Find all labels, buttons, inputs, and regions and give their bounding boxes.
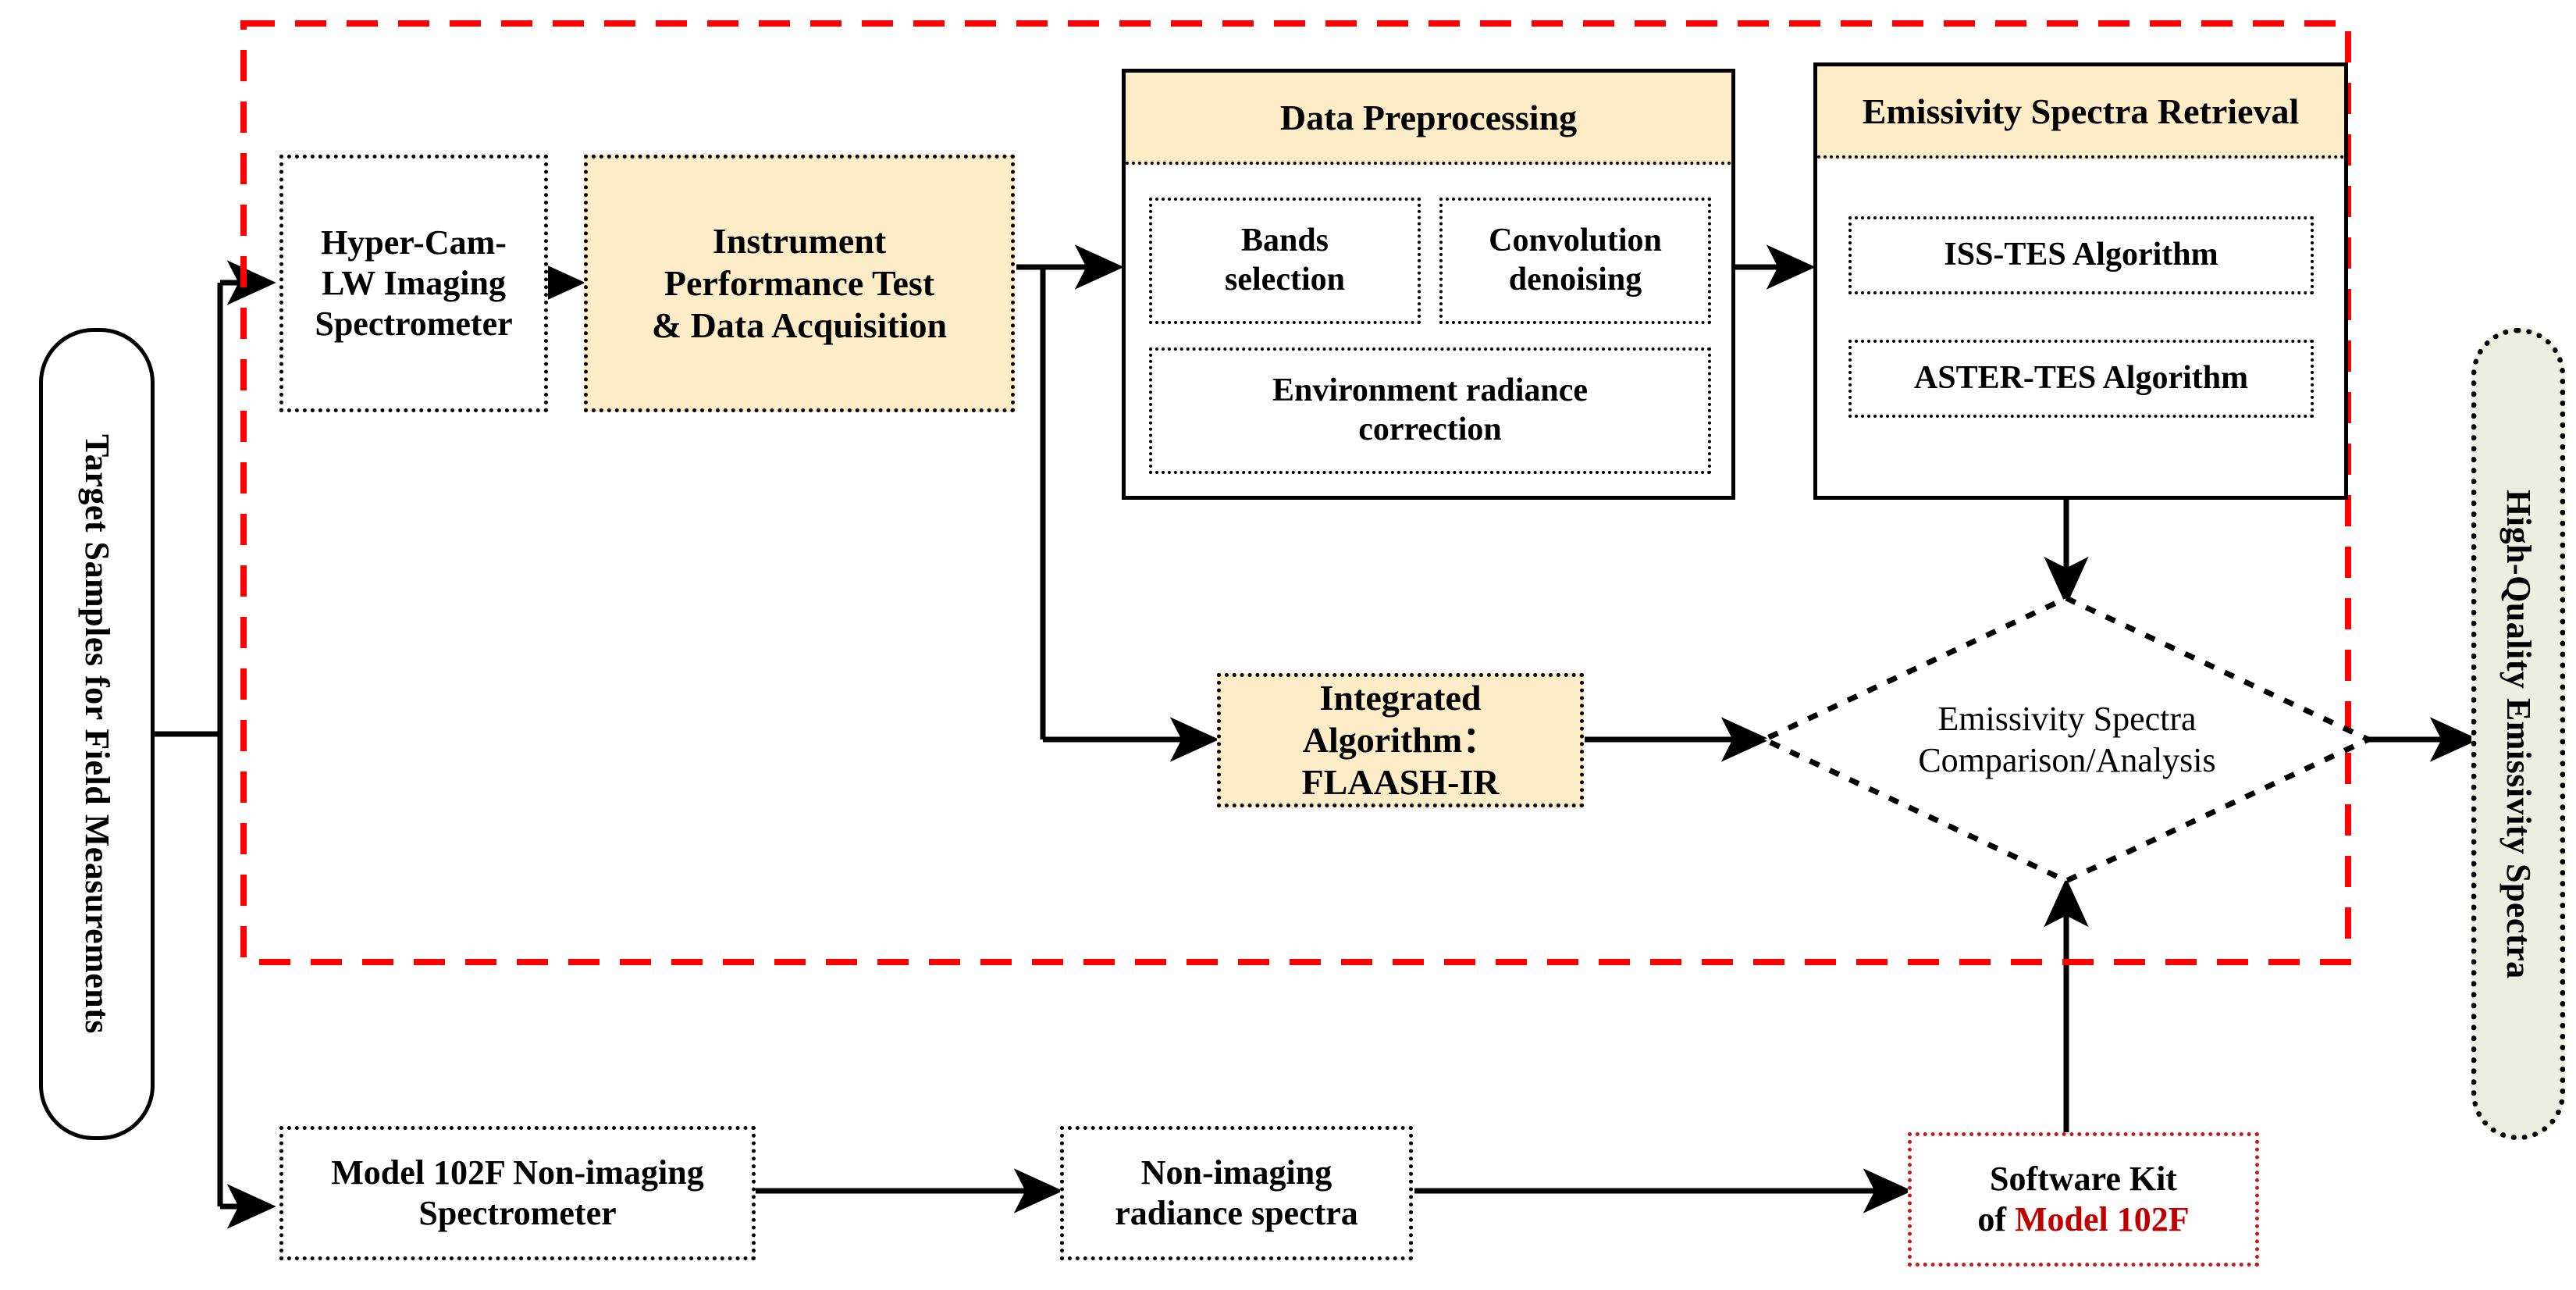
comparison-line-2: Comparison/Analysis [1918,741,2216,779]
subnode-environment-radiance-correction[interactable]: Environment radiance correction [1149,347,1711,474]
retrieval-header: Emissivity Spectra Retrieval [1817,66,2344,159]
preprocessing-header: Data Preprocessing [1126,73,1731,165]
model102f-line-1: Model 102F Non-imaging [331,1153,704,1192]
integrated-line-1: Integrated Algorithm： [1302,677,1499,760]
output-terminator-label: High-Quality Emissivity Spectra [2499,489,2538,979]
environment-radiance-line-2: correction [1358,412,1502,447]
node-model-102f-spectrometer[interactable]: Model 102F Non-imaging Spectrometer [279,1126,756,1260]
hypercam-line-1: Hyper-Cam- [321,223,507,262]
subnode-iss-tes-algorithm[interactable]: ISS-TES Algorithm [1848,216,2314,294]
model102f-line-2: Spectrometer [418,1194,617,1232]
aster-tes-label: ASTER-TES Algorithm [1913,360,2249,397]
hypercam-line-3: Spectrometer [315,304,513,343]
instrument-line-1: Instrument [712,220,887,261]
node-comparison-diamond[interactable]: Emissivity Spectra Comparison/Analysis [1764,598,2370,882]
node-instrument[interactable]: Instrument Performance Test & Data Acqui… [584,155,1015,412]
node-nonimaging-radiance-spectra[interactable]: Non-imaging radiance spectra [1060,1126,1413,1260]
group-data-preprocessing[interactable]: Data Preprocessing Bands selection Convo… [1122,69,1735,500]
convolution-denoising-line-1: Convolution [1489,223,1662,259]
nonimaging-spectra-line-2: radiance spectra [1115,1194,1358,1232]
bands-selection-line-2: selection [1225,262,1345,298]
subnode-convolution-denoising[interactable]: Convolution denoising [1439,198,1711,324]
bands-selection-line-1: Bands [1240,223,1329,259]
software-kit-accent: Model 102F [2015,1200,2190,1238]
hypercam-line-2: LW Imaging [322,264,506,303]
group-emissivity-retrieval[interactable]: Emissivity Spectra Retrieval ISS-TES Alg… [1813,62,2348,500]
comparison-line-1: Emissivity Spectra [1937,700,2197,739]
convolution-denoising-line-2: denoising [1508,262,1642,298]
comparison-diamond-label: Emissivity Spectra Comparison/Analysis [1764,598,2370,882]
node-integrated-algorithm[interactable]: Integrated Algorithm： FLAASH-IR [1217,673,1584,807]
software-kit-line-1: Software Kit [1990,1160,2177,1199]
integrated-line-2: FLAASH-IR [1301,762,1500,803]
software-kit-line-2: of Model 102F [1977,1199,2189,1240]
instrument-line-2: Performance Test [664,262,935,303]
subnode-bands-selection[interactable]: Bands selection [1149,198,1421,324]
node-software-kit[interactable]: Software Kit of Model 102F [1908,1132,2259,1267]
instrument-line-3: & Data Acquisition [651,305,948,346]
software-kit-of-prefix: of [1977,1200,2015,1238]
input-terminator-label: Target Samples for Field Measurements [77,433,116,1035]
environment-radiance-line-1: Environment radiance [1272,372,1589,409]
node-hypercam[interactable]: Hyper-Cam- LW Imaging Spectrometer [279,155,548,412]
output-terminator[interactable]: High-Quality Emissivity Spectra [2471,328,2565,1140]
nonimaging-spectra-line-1: Non-imaging [1140,1153,1332,1192]
subnode-aster-tes-algorithm[interactable]: ASTER-TES Algorithm [1848,340,2314,418]
iss-tes-label: ISS-TES Algorithm [1944,237,2218,273]
input-terminator[interactable]: Target Samples for Field Measurements [39,328,155,1140]
